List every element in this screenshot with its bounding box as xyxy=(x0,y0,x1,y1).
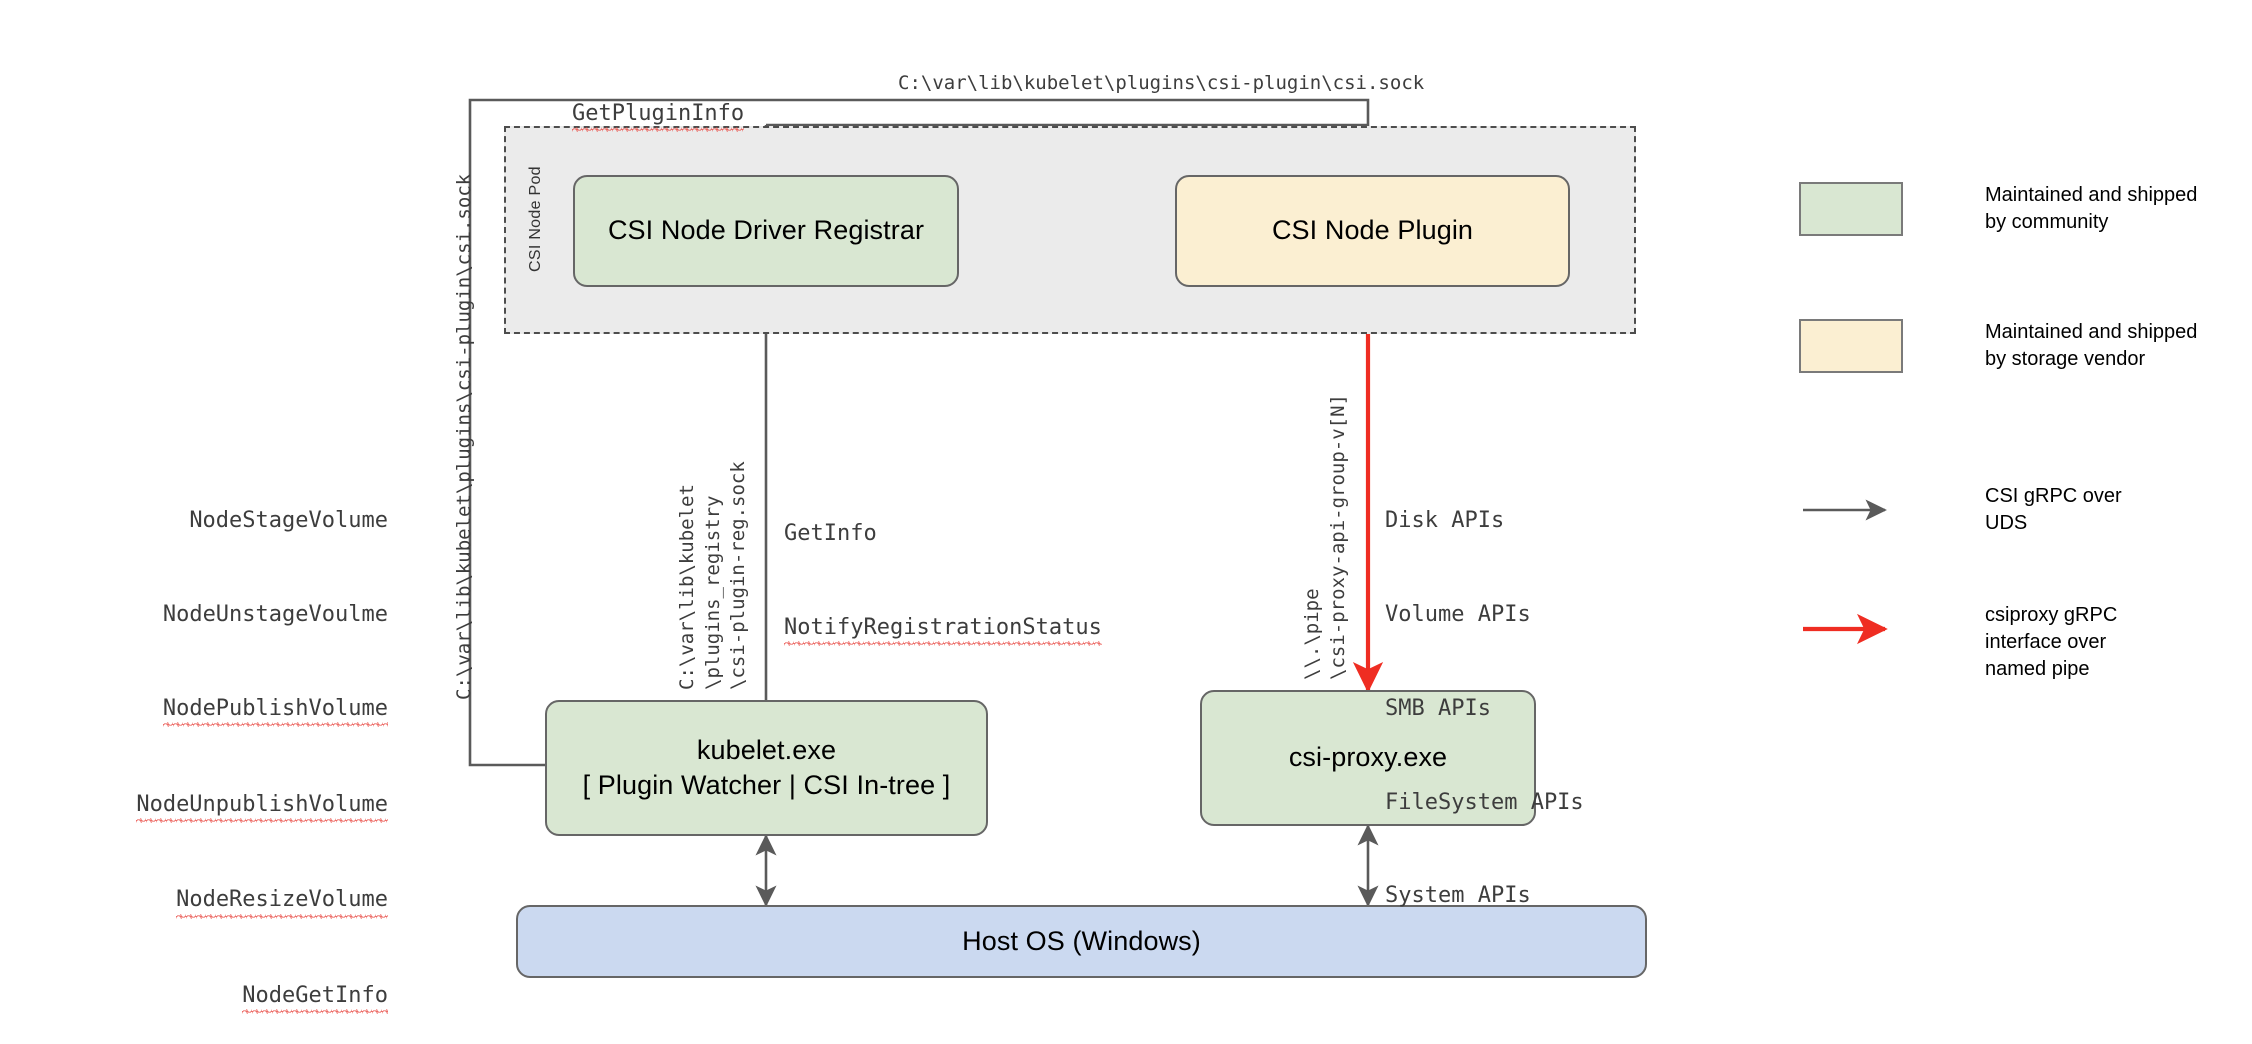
legend-label-community: Maintained and shipped by community xyxy=(1985,184,2198,233)
proxy-api-item: SMB APIs xyxy=(1385,695,1491,721)
node-rpc-item: NodePublishVolume xyxy=(162,693,389,728)
proxy-api-item: Disk APIs xyxy=(1385,508,1505,534)
named-pipe-line-1: \\.\pipe xyxy=(1301,588,1323,680)
node-rpc-item: NodeResizeVolume xyxy=(176,884,388,919)
node-csi-node-plugin[interactable]: CSI Node Plugin xyxy=(1175,175,1570,287)
node-rpc-item: NodeUnstageVoulme xyxy=(162,602,388,628)
legend-arrow-red-icon xyxy=(1799,602,1903,656)
registrar-call-get-info: GetInfo xyxy=(784,521,877,547)
annotation-registry-path-vertical: C:\var\lib\kubelet \plugins_registry \cs… xyxy=(675,461,752,690)
annotation-node-rpc-list: NodeStageVolume NodeUnstageVoulme NodePu… xyxy=(0,443,389,1044)
annotation-registrar-calls: GetInfo NotifyRegistrationStatus xyxy=(784,456,1102,708)
legend-swatch-green xyxy=(1799,182,1903,236)
proxy-api-item: Volume APIs xyxy=(1385,602,1531,628)
legend-label-storage-vendor: Maintained and shipped by storage vendor xyxy=(1985,321,2198,370)
get-plugin-info-text: GetPluginInfo xyxy=(571,98,745,133)
kubelet-exe-title: kubelet.exe xyxy=(696,734,837,765)
legend-label-csiproxy-named-pipe: csiproxy gRPC interface over named pipe xyxy=(1985,604,2118,680)
annotation-csi-sock-path-top: C:\var\lib\kubelet\plugins\csi-plugin\cs… xyxy=(898,72,1425,94)
legend-item-storage-vendor: Maintained and shipped by storage vendor xyxy=(1799,319,2199,373)
node-rpc-item: NodeGetInfo xyxy=(242,980,388,1015)
registry-path-line-3: \csi-plugin-reg.sock xyxy=(727,461,750,690)
registry-path-line-2: \plugins_registry xyxy=(701,495,724,690)
kubelet-exe-subtitle: [ Plugin Watcher | CSI In-tree ] xyxy=(582,770,951,800)
legend-label-csi-grpc-uds: CSI gRPC over UDS xyxy=(1985,485,2122,534)
node-csi-node-driver-registrar[interactable]: CSI Node Driver Registrar xyxy=(573,175,959,287)
annotation-named-pipe-vertical: \\.\pipe \csi-proxy-api-group-v[N] xyxy=(1300,394,1351,680)
registry-path-line-1: C:\var\lib\kubelet xyxy=(676,484,698,690)
annotation-csi-sock-path-vertical: C:\var\lib\kubelet\plugins\csi-plugin\cs… xyxy=(453,173,475,700)
node-kubelet-exe[interactable]: kubelet.exe [ Plugin Watcher | CSI In-tr… xyxy=(545,700,988,836)
legend-item-csiproxy-named-pipe: csiproxy gRPC interface over named pipe xyxy=(1799,602,2199,683)
legend-item-community: Maintained and shipped by community xyxy=(1799,182,2199,236)
annotation-get-plugin-info: GetPluginInfo xyxy=(519,67,745,163)
annotation-proxy-api-list: Disk APIs Volume APIs SMB APIs FileSyste… xyxy=(1385,443,1584,974)
legend-item-csi-grpc-uds: CSI gRPC over UDS xyxy=(1799,483,2199,537)
named-pipe-line-2: \csi-proxy-api-group-v[N] xyxy=(1326,394,1349,680)
registrar-call-notify-registration-status: NotifyRegistrationStatus xyxy=(784,612,1102,647)
proxy-api-item: System APIs xyxy=(1385,883,1531,909)
node-rpc-item: NodeUnpublishVolume xyxy=(136,789,388,824)
legend-swatch-yellow xyxy=(1799,319,1903,373)
node-csi-proxy-exe[interactable]: csi-proxy.exe xyxy=(1200,690,1536,826)
csi-node-pod-label: CSI Node Pod xyxy=(527,166,544,272)
proxy-api-item: FileSystem APIs xyxy=(1385,789,1584,815)
node-host-os[interactable]: Host OS (Windows) xyxy=(516,905,1647,978)
legend-arrow-gray-icon xyxy=(1799,483,1903,537)
node-rpc-item: NodeStageVolume xyxy=(189,508,388,534)
